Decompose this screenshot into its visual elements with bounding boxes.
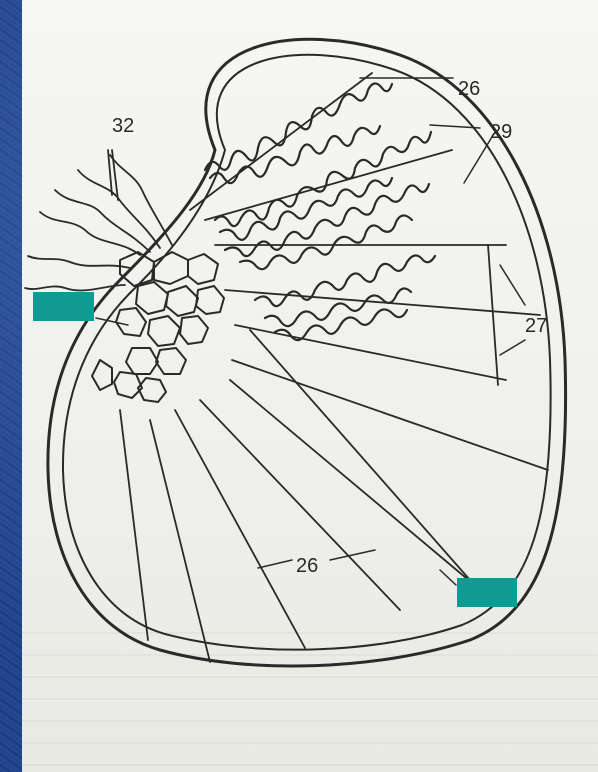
seminiferous-tubules [205,83,435,340]
efferent-ducts [25,150,172,290]
leader-lines [96,78,525,585]
label-27: 27 [525,315,547,337]
label-cover-box-right [457,578,517,607]
label-26-top: 26 [458,78,480,100]
rete-testis-network [92,252,224,402]
septa [120,73,548,662]
label-32: 32 [112,115,134,137]
label-cover-box-left [33,292,94,321]
label-29: 29 [490,121,512,143]
label-26-bottom: 26 [296,555,318,577]
